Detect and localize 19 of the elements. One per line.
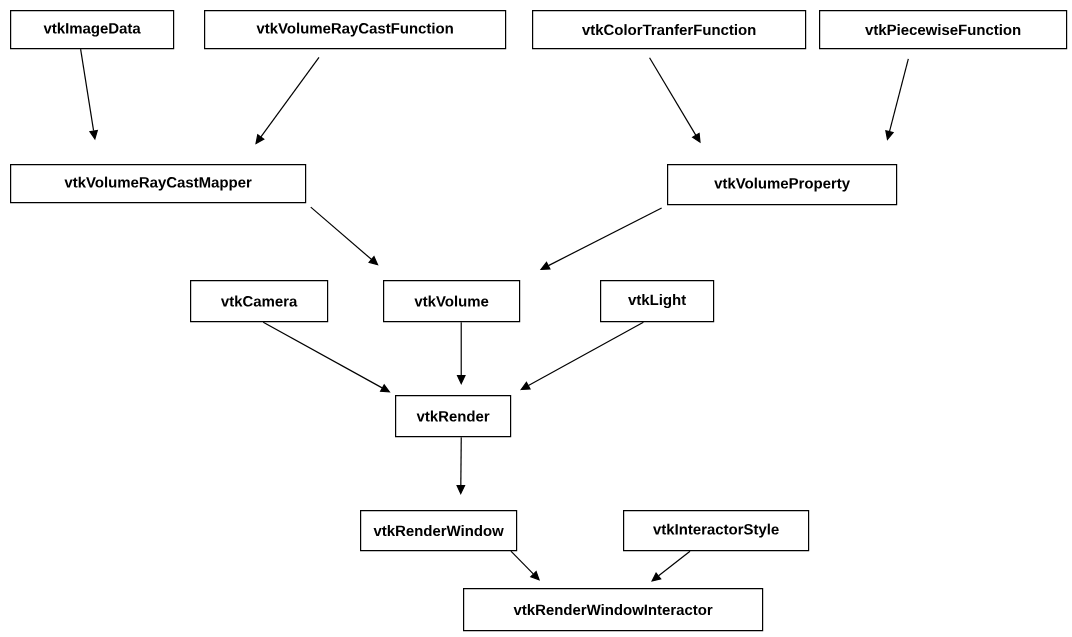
arrow — [456, 321, 466, 385]
class-box: vtkVolumeRayCastMapper — [10, 164, 307, 204]
arrow — [456, 436, 466, 495]
class-box: vtkRenderWindowInteractor — [463, 588, 764, 632]
class-box: vtkRenderWindow — [360, 510, 518, 552]
class-box: vtkLight — [600, 280, 715, 323]
class-box: vtkCamera — [190, 280, 329, 323]
class-box: vtkVolumeRayCastFunction — [204, 10, 507, 50]
arrow — [255, 56, 320, 145]
arrow — [310, 206, 379, 266]
class-box: vtkPiecewiseFunction — [819, 10, 1068, 50]
class-box: vtkImageData — [10, 10, 175, 50]
class-box: vtkColorTranferFunction — [532, 10, 807, 50]
arrow — [520, 321, 644, 391]
class-box: vtkVolumeProperty — [667, 164, 898, 206]
class-box: vtkRender — [395, 395, 512, 438]
class-box: vtkInteractorStyle — [623, 510, 810, 552]
class-box: vtkVolume — [383, 280, 521, 323]
arrow — [651, 550, 691, 582]
